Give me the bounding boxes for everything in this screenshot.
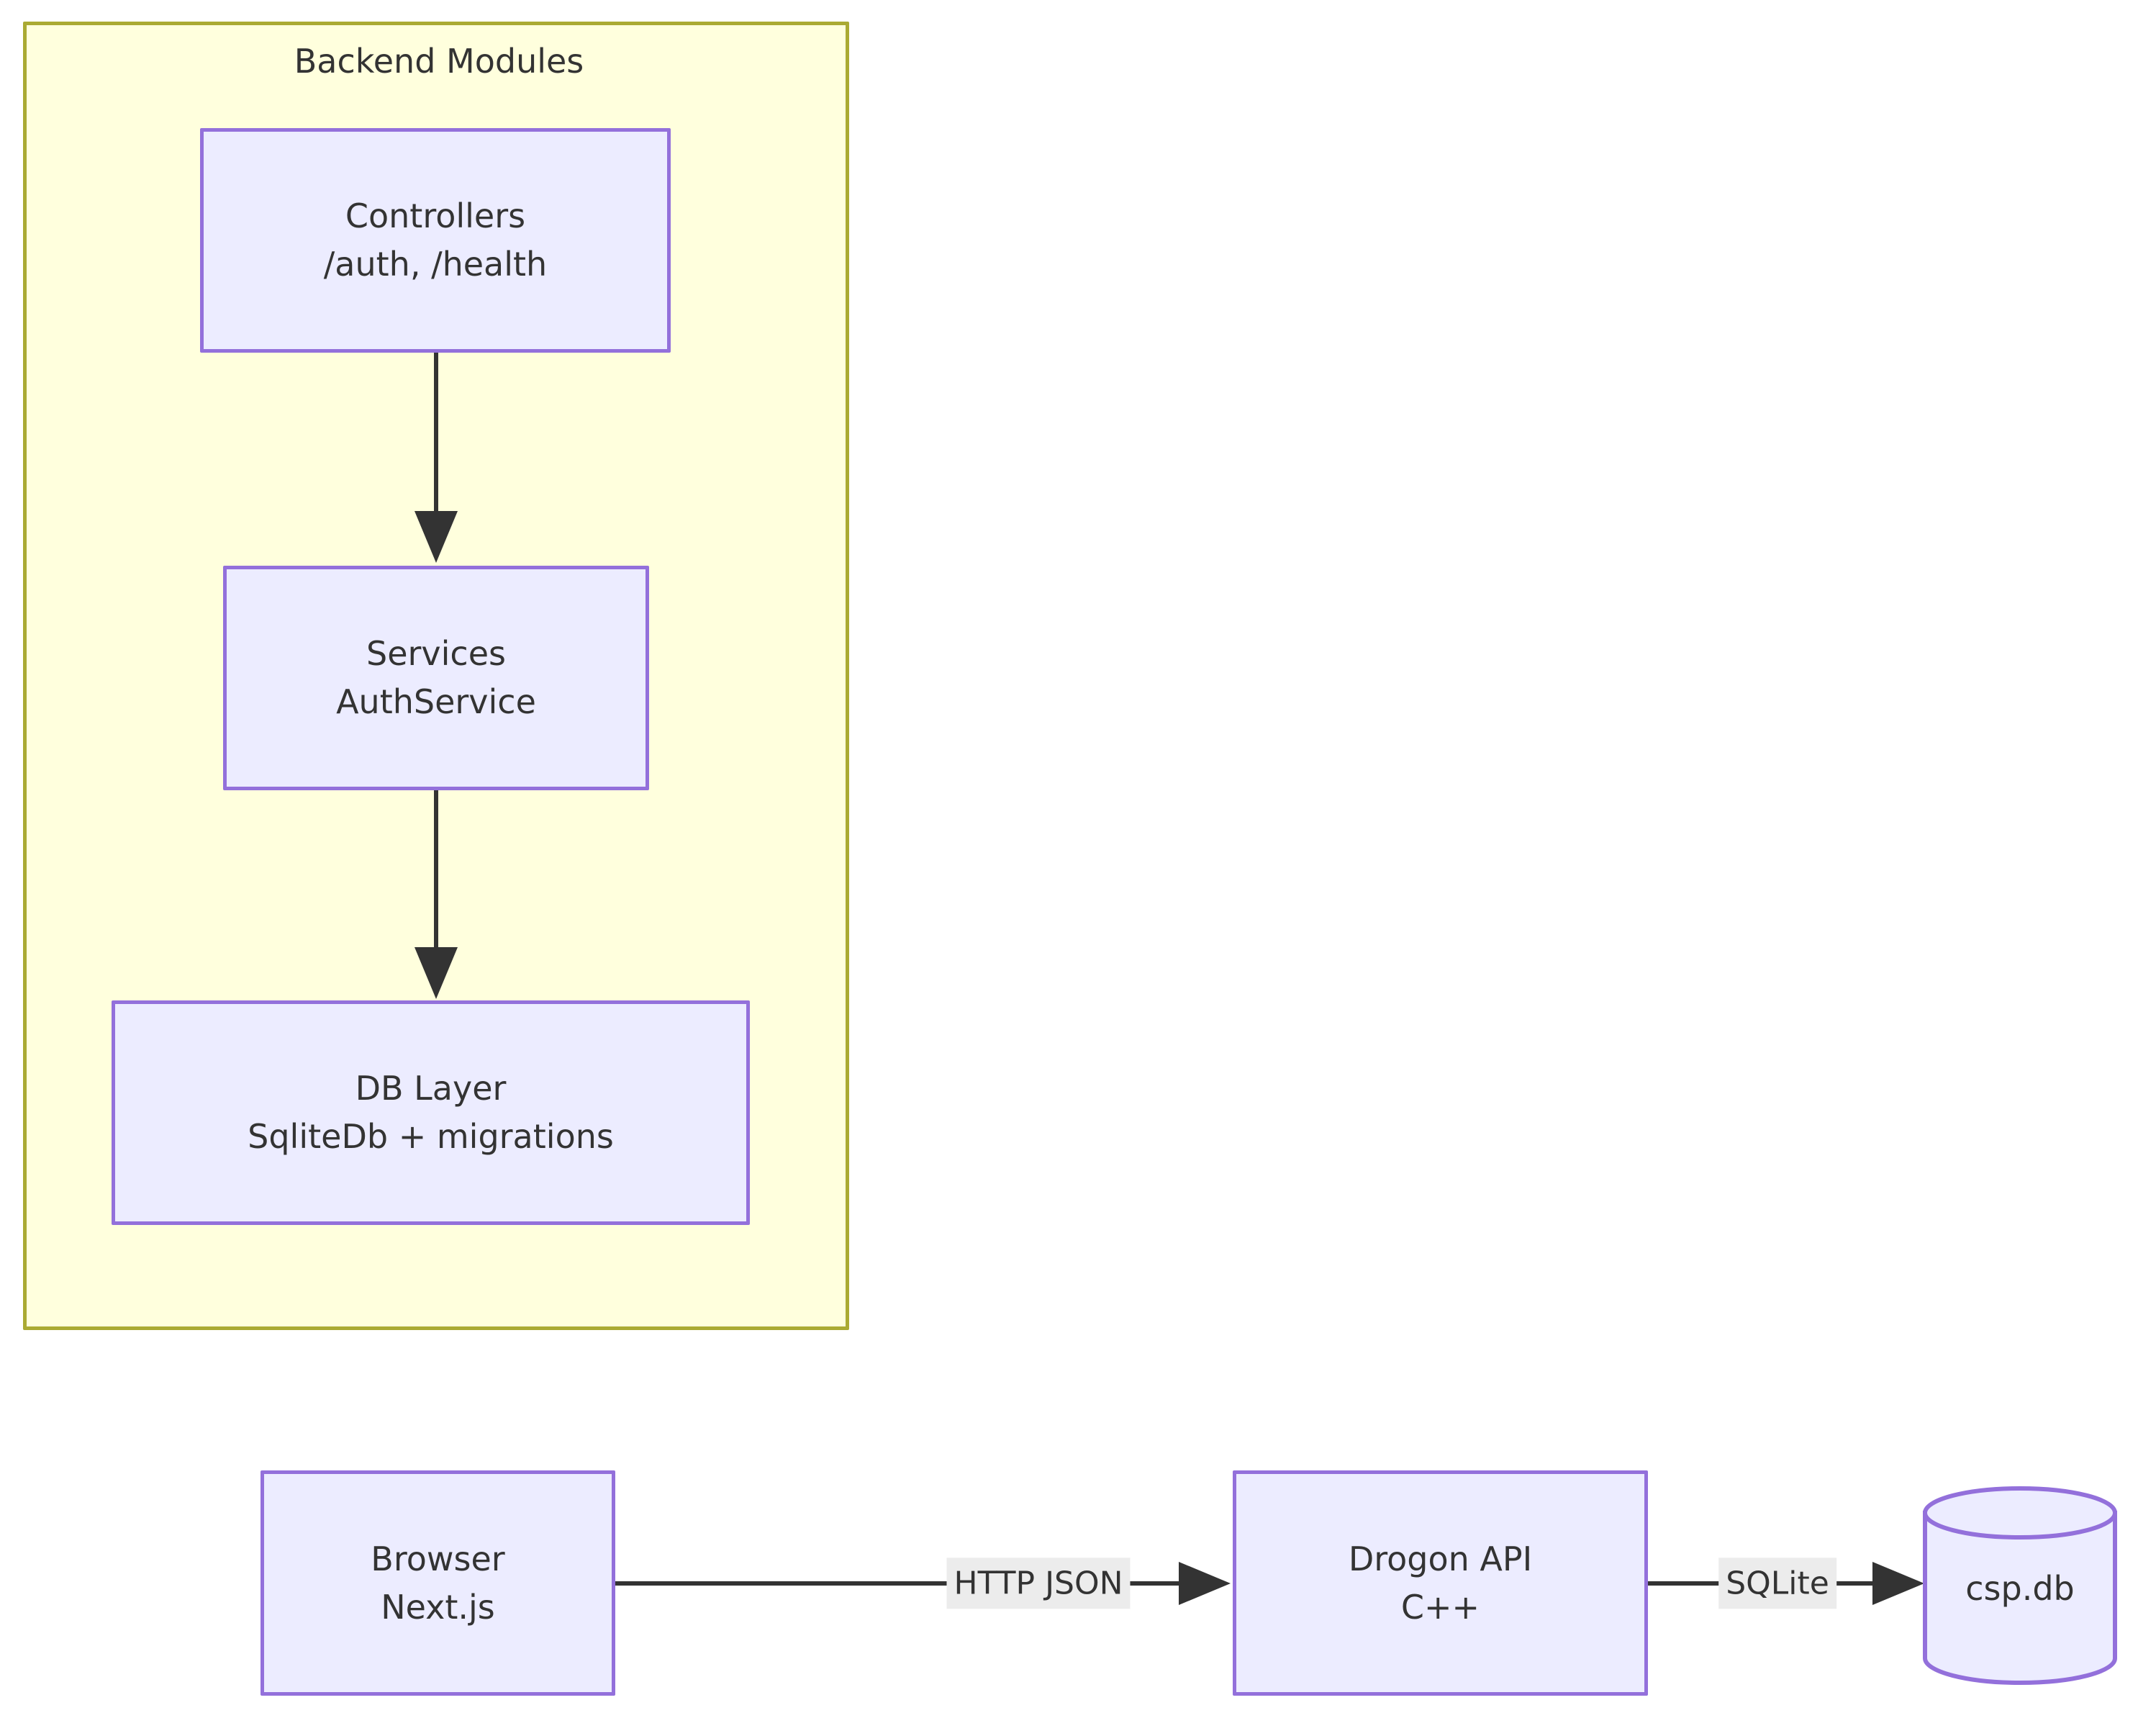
node-services-line-1: Services [366, 634, 506, 674]
node-services[interactable]: Services AuthService [223, 566, 649, 790]
node-drogon-api-line-1: Drogon API [1348, 1539, 1533, 1578]
node-csp-db[interactable]: csp.db [1920, 1486, 2120, 1686]
cylinder-shape [1923, 1486, 2117, 1685]
node-db-layer-line-1: DB Layer [355, 1069, 507, 1108]
node-browser[interactable]: Browser Next.js [261, 1470, 615, 1696]
node-drogon-api[interactable]: Drogon API C++ [1233, 1470, 1648, 1696]
node-browser-line-2: Next.js [381, 1587, 495, 1627]
edge-label-sqlite: SQLite [1718, 1558, 1836, 1609]
node-drogon-api-line-2: C++ [1400, 1587, 1480, 1627]
node-controllers[interactable]: Controllers /auth, /health [200, 128, 671, 353]
node-db-layer[interactable]: DB Layer SqliteDb + migrations [112, 1000, 750, 1225]
node-controllers-line-1: Controllers [345, 196, 526, 236]
node-services-line-2: AuthService [336, 682, 536, 721]
cluster-backend-modules-title: Backend Modules [294, 42, 584, 81]
node-browser-line-1: Browser [371, 1539, 505, 1578]
edge-label-http-json: HTTP JSON [946, 1558, 1131, 1609]
node-db-layer-line-2: SqliteDb + migrations [248, 1117, 614, 1156]
node-controllers-line-2: /auth, /health [323, 245, 548, 284]
